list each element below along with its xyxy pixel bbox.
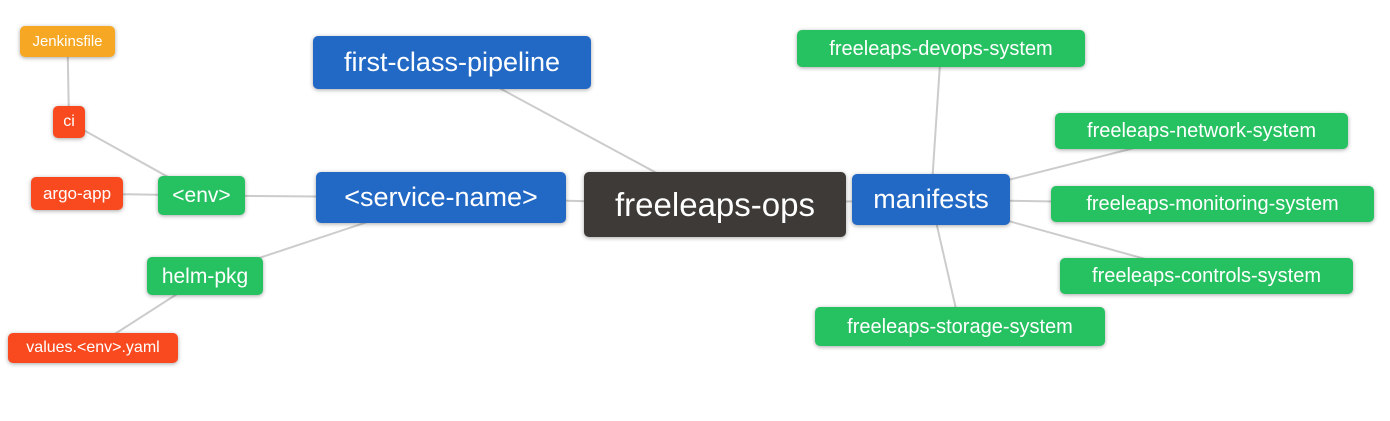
node-freeleaps-monitoring-system[interactable]: freeleaps-monitoring-system: [1051, 186, 1374, 222]
node-label: argo-app: [42, 184, 112, 203]
node-label: ci: [63, 113, 75, 130]
node-label: manifests: [873, 184, 989, 214]
node-label: freeleaps-devops-system: [829, 37, 1053, 60]
node-service-name[interactable]: <service-name>: [316, 172, 566, 223]
node-values-env-yaml[interactable]: values.<env>.yaml: [8, 333, 178, 363]
node-helm-pkg[interactable]: helm-pkg: [147, 257, 263, 295]
node-label: first-class-pipeline: [343, 47, 561, 77]
node-label: freeleaps-ops: [615, 186, 815, 223]
node-label: helm-pkg: [161, 264, 249, 288]
node-label: Jenkinsfile: [32, 33, 103, 50]
node-freeleaps-network-system[interactable]: freeleaps-network-system: [1055, 113, 1348, 149]
node-label: <env>: [172, 184, 231, 207]
node-argo-app[interactable]: argo-app: [31, 177, 123, 210]
node-freeleaps-devops-system[interactable]: freeleaps-devops-system: [797, 30, 1085, 67]
node-freeleaps-storage-system[interactable]: freeleaps-storage-system: [815, 307, 1105, 346]
node-label: freeleaps-storage-system: [847, 315, 1073, 338]
node-first-class-pipeline[interactable]: first-class-pipeline: [313, 36, 591, 89]
node-label: freeleaps-network-system: [1087, 120, 1316, 142]
node-manifests[interactable]: manifests: [852, 174, 1010, 225]
node-label: values.<env>.yaml: [26, 339, 160, 356]
node-label: freeleaps-monitoring-system: [1086, 193, 1339, 215]
node-jenkinsfile[interactable]: Jenkinsfile: [20, 26, 115, 57]
node-env[interactable]: <env>: [158, 176, 245, 215]
node-ci[interactable]: ci: [53, 106, 85, 138]
node-freeleaps-ops[interactable]: freeleaps-ops: [584, 172, 846, 237]
node-label: freeleaps-controls-system: [1092, 265, 1321, 287]
node-freeleaps-controls-system[interactable]: freeleaps-controls-system: [1060, 258, 1353, 294]
node-label: <service-name>: [344, 182, 538, 212]
